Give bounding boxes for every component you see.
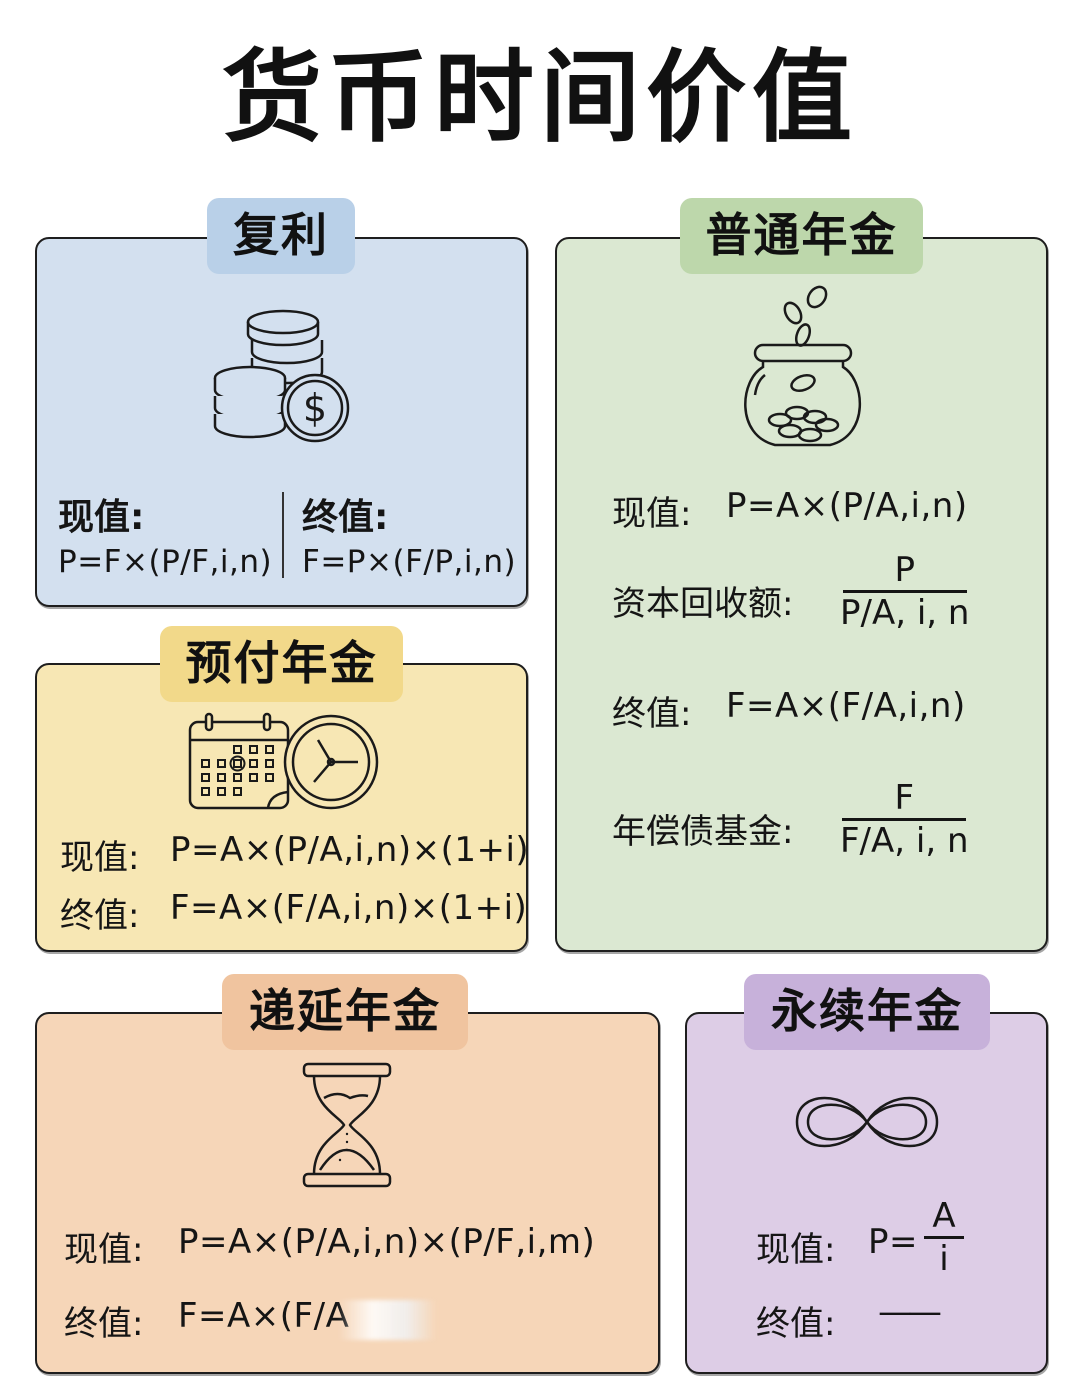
ordinary-pv-label: 现值:: [612, 494, 692, 534]
tag-ordinary-annuity: 普通年金: [680, 198, 923, 274]
recovery-denominator: P/A, i, n: [840, 592, 970, 633]
tag-compound-interest: 复利: [207, 198, 355, 274]
perpetual-denominator: i: [939, 1238, 949, 1279]
ordinary-sinking-label: 年偿债基金:: [612, 812, 794, 852]
ordinary-recovery-fraction: P P/A, i, n: [832, 550, 977, 633]
ordinary-pv-formula: P=A×(P/A,i,n): [726, 486, 968, 526]
compound-divider: [282, 492, 284, 578]
calendar-clock-icon: [188, 712, 379, 810]
coin-stack-dollar-icon: $: [213, 309, 350, 443]
perpetual-numerator: A: [932, 1196, 956, 1236]
deferred-fv-label: 终值:: [64, 1304, 144, 1344]
fraction-bar: [842, 818, 967, 821]
perpetual-pv-fraction: A i: [924, 1196, 964, 1279]
ordinary-fv-formula: F=A×(F/A,i,n): [726, 686, 966, 726]
perpetual-fv-value: ——: [878, 1292, 942, 1332]
card-perpetual-annuity: [685, 1012, 1048, 1374]
svg-text:$: $: [303, 386, 327, 430]
ordinary-fv-label: 终值:: [612, 694, 692, 734]
coin-jar-icon: [744, 285, 861, 447]
ordinary-sinking-fraction: F F/A, i, n: [832, 778, 977, 861]
tag-prepaid-annuity: 预付年金: [160, 626, 403, 702]
card-ordinary-annuity: [555, 237, 1048, 952]
perpetual-pv-label: 现值:: [756, 1230, 836, 1270]
compound-fv-label: 终值:: [302, 497, 389, 538]
perpetual-pv-prefix: P=: [868, 1222, 918, 1262]
compound-fv-formula: F=P×(F/P,i,n): [302, 544, 517, 580]
prepaid-pv-label: 现值:: [60, 838, 140, 878]
sinking-denominator: F/A, i, n: [840, 820, 969, 861]
prepaid-pv-formula: P=A×(P/A,i,n)×(1+i): [170, 830, 530, 870]
hourglass-icon: [302, 1062, 392, 1188]
sinking-numerator: F: [894, 778, 915, 818]
deferred-pv-formula: P=A×(P/A,i,n)×(P/F,i,m): [178, 1222, 596, 1262]
compound-pv-formula: P=F×(P/F,i,n): [58, 544, 273, 580]
prepaid-fv-label: 终值:: [60, 896, 140, 936]
redacted-blur-region: [338, 1300, 436, 1340]
tag-perpetual-annuity: 永续年金: [744, 974, 990, 1050]
page-title: 货币时间价值: [222, 39, 858, 156]
prepaid-fv-formula: F=A×(F/A,i,n)×(1+i): [170, 888, 528, 928]
fraction-bar: [842, 590, 967, 593]
ordinary-recovery-label: 资本回收额:: [612, 584, 794, 624]
compound-pv-label: 现值:: [58, 497, 145, 538]
deferred-fv-formula: F=A×(F/A: [178, 1296, 350, 1336]
card-prepaid-annuity: [35, 663, 528, 952]
perpetual-fv-label: 终值:: [756, 1304, 836, 1344]
deferred-pv-label: 现值:: [64, 1230, 144, 1270]
fraction-bar: [924, 1236, 964, 1239]
recovery-numerator: P: [894, 550, 915, 590]
infinity-icon: [795, 1096, 939, 1148]
tag-deferred-annuity: 递延年金: [222, 974, 468, 1050]
